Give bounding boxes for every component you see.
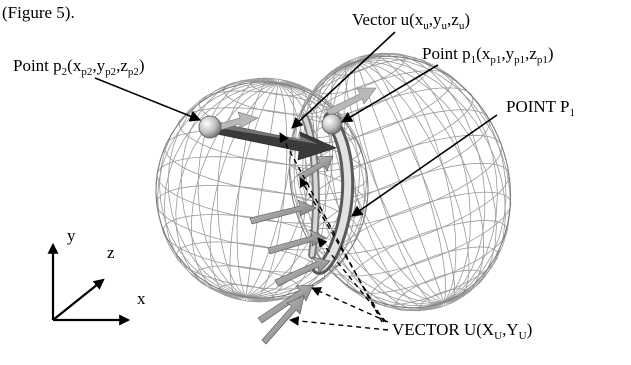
wire-meridian [180,78,344,302]
wire-meridian [316,61,484,303]
wire-outline [288,55,512,309]
label-point-p2: Point p2(xp2,yp2,zp2) [13,56,145,78]
caption-fragment: (Figure 5). [2,3,75,22]
wire-meridian [191,82,333,298]
label-vector-u: Vector u(xu,yu,zu) [352,10,470,32]
leader-point-p2 [94,77,202,122]
axis-label-x: x [137,289,146,308]
point-p1-ball [321,113,343,135]
leader-point-p1-small [341,64,439,123]
wire-meridian [343,54,457,310]
coordinate-axes [47,242,131,326]
label-point-p1: Point p1(xp1,yp1,zp1) [422,44,554,66]
axis-label-z: z [107,243,115,262]
leader-vector-u [291,31,396,129]
leader-point-P1 [351,114,498,217]
label-VECTOR-U: VECTOR U(XU,YU) [392,320,532,342]
label-POINT-P1: POINT P1 [506,97,575,119]
wire-meridian [163,82,361,298]
leaders-vector-U [279,132,389,331]
wire-meridian [217,77,307,303]
axis-label-y: y [67,226,76,245]
wire-meridian [157,82,367,298]
wire-meridian [329,53,471,311]
wire-meridian [244,79,280,301]
vector-u-arrow [211,121,337,161]
p1-side-arrow [325,87,377,117]
vector-field-arrows [249,155,334,345]
point-p2-ball [198,115,222,139]
